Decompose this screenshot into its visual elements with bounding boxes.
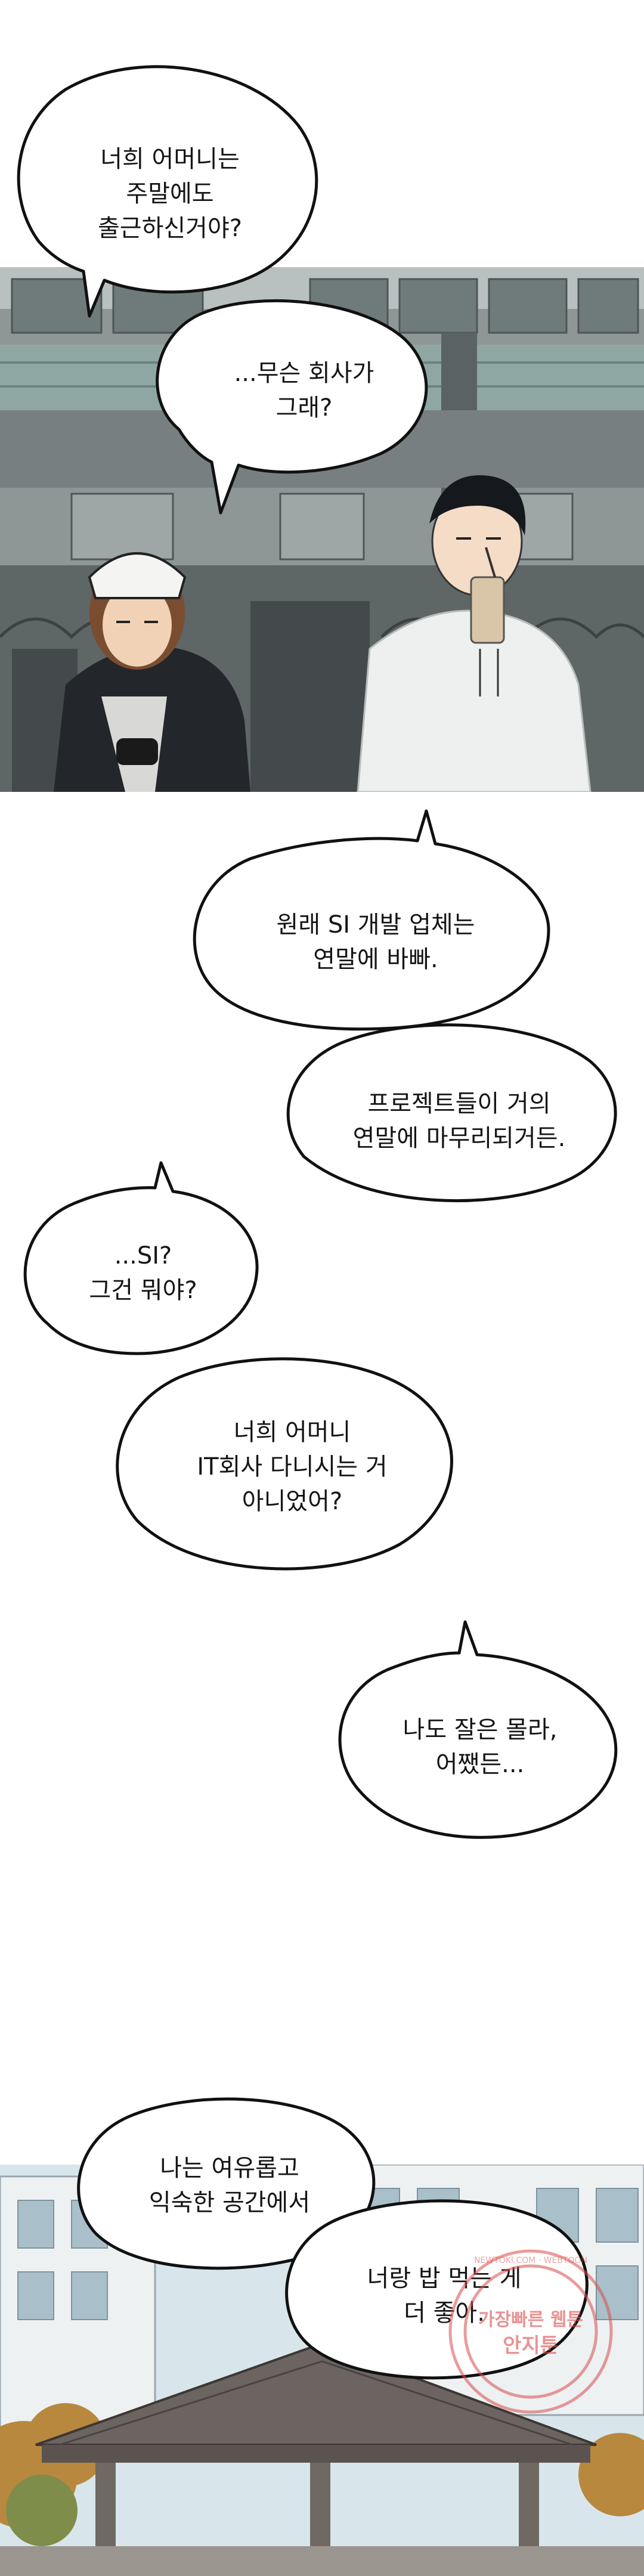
bubble-4-text: 프로젝트들이 거의 연말에 마무리되거든. [298,1055,620,1187]
speech-bubble-1 [17,65,318,318]
bubble-2-line-1: ...무슨 회사가 [234,360,374,387]
bubble-6-line-3: 아니었어? [242,1488,343,1515]
bubble-3-text: 원래 SI 개발 업체는 연말에 바빠. [203,871,549,1014]
watermark-seal-icon: 가장빠른 웹툰 안지툰 NEWTOKI.COM · WEBTOON [448,2249,613,2414]
watermark-line-1: 가장빠른 웹툰 [478,2309,583,2330]
bubble-4-line-2: 연말에 마무리되거든. [352,1125,566,1152]
watermark-stamp: 가장빠른 웹툰 안지툰 NEWTOKI.COM · WEBTOON [441,2242,620,2421]
bubble-1-line-1: 너희 어머니는 [100,145,240,173]
bubble-7-text: 나도 잘은 몰라, 어쨌든... [346,1676,614,1819]
girl-character [54,552,250,792]
bubble-9-line-1: 너랑 밥 먹는 게 [367,2265,522,2292]
bubble-2-text: ...무슨 회사가 그래? [173,334,435,447]
speech-bubble-7 [338,1620,618,1839]
bubble-8-text: 나는 여유롭고 익숙한 공간에서 [89,2117,370,2254]
bubble-5-line-1: ...SI? [114,1242,172,1270]
bubble-8-line-2: 익숙한 공간에서 [148,2189,311,2216]
speech-bubble-5 [23,1161,259,1355]
speech-bubble-4 [286,1023,617,1203]
bubble-6-line-1: 너희 어머니 [233,1419,351,1446]
bubble-1-line-2: 주말에도 [126,180,214,208]
watermark-line-2: 안지툰 [503,2334,559,2358]
bubble-3-line-2: 연말에 바빠. [313,946,438,973]
bubble-7-line-2: 어쨌든... [435,1751,525,1778]
speech-bubble-2 [156,299,428,515]
bubble-5-line-2: 그건 뭐야? [89,1277,197,1304]
boy-character [357,475,592,792]
speech-bubble-3 [193,809,550,1031]
watermark-ring-text: NEWTOKI.COM · WEBTOON [474,2256,587,2265]
bubble-6-line-2: IT회사 다니시는 거 [197,1453,388,1481]
bubble-1-line-3: 출근하신거야? [97,215,243,242]
speech-bubble-6 [116,1357,453,1571]
bubble-6-text: 너희 어머니 IT회사 다니시는 거 아니었어? [125,1383,459,1550]
bubble-8-line-1: 나는 여유롭고 [160,2154,299,2182]
bubble-7-line-1: 나도 잘은 몰라, [402,1716,558,1744]
speech-bubble-9 [285,2199,589,2380]
bubble-4-line-1: 프로젝트들이 거의 [367,1090,551,1117]
bubble-3-line-1: 원래 SI 개발 업체는 [276,911,475,939]
bubble-2-line-2: 그래? [275,394,333,422]
bubble-1-text: 너희 어머니는 주말에도 출근하신거야? [42,113,298,274]
bubble-5-text: ...SI? 그건 뭐야? [30,1205,256,1342]
speech-bubble-8 [77,2097,376,2270]
